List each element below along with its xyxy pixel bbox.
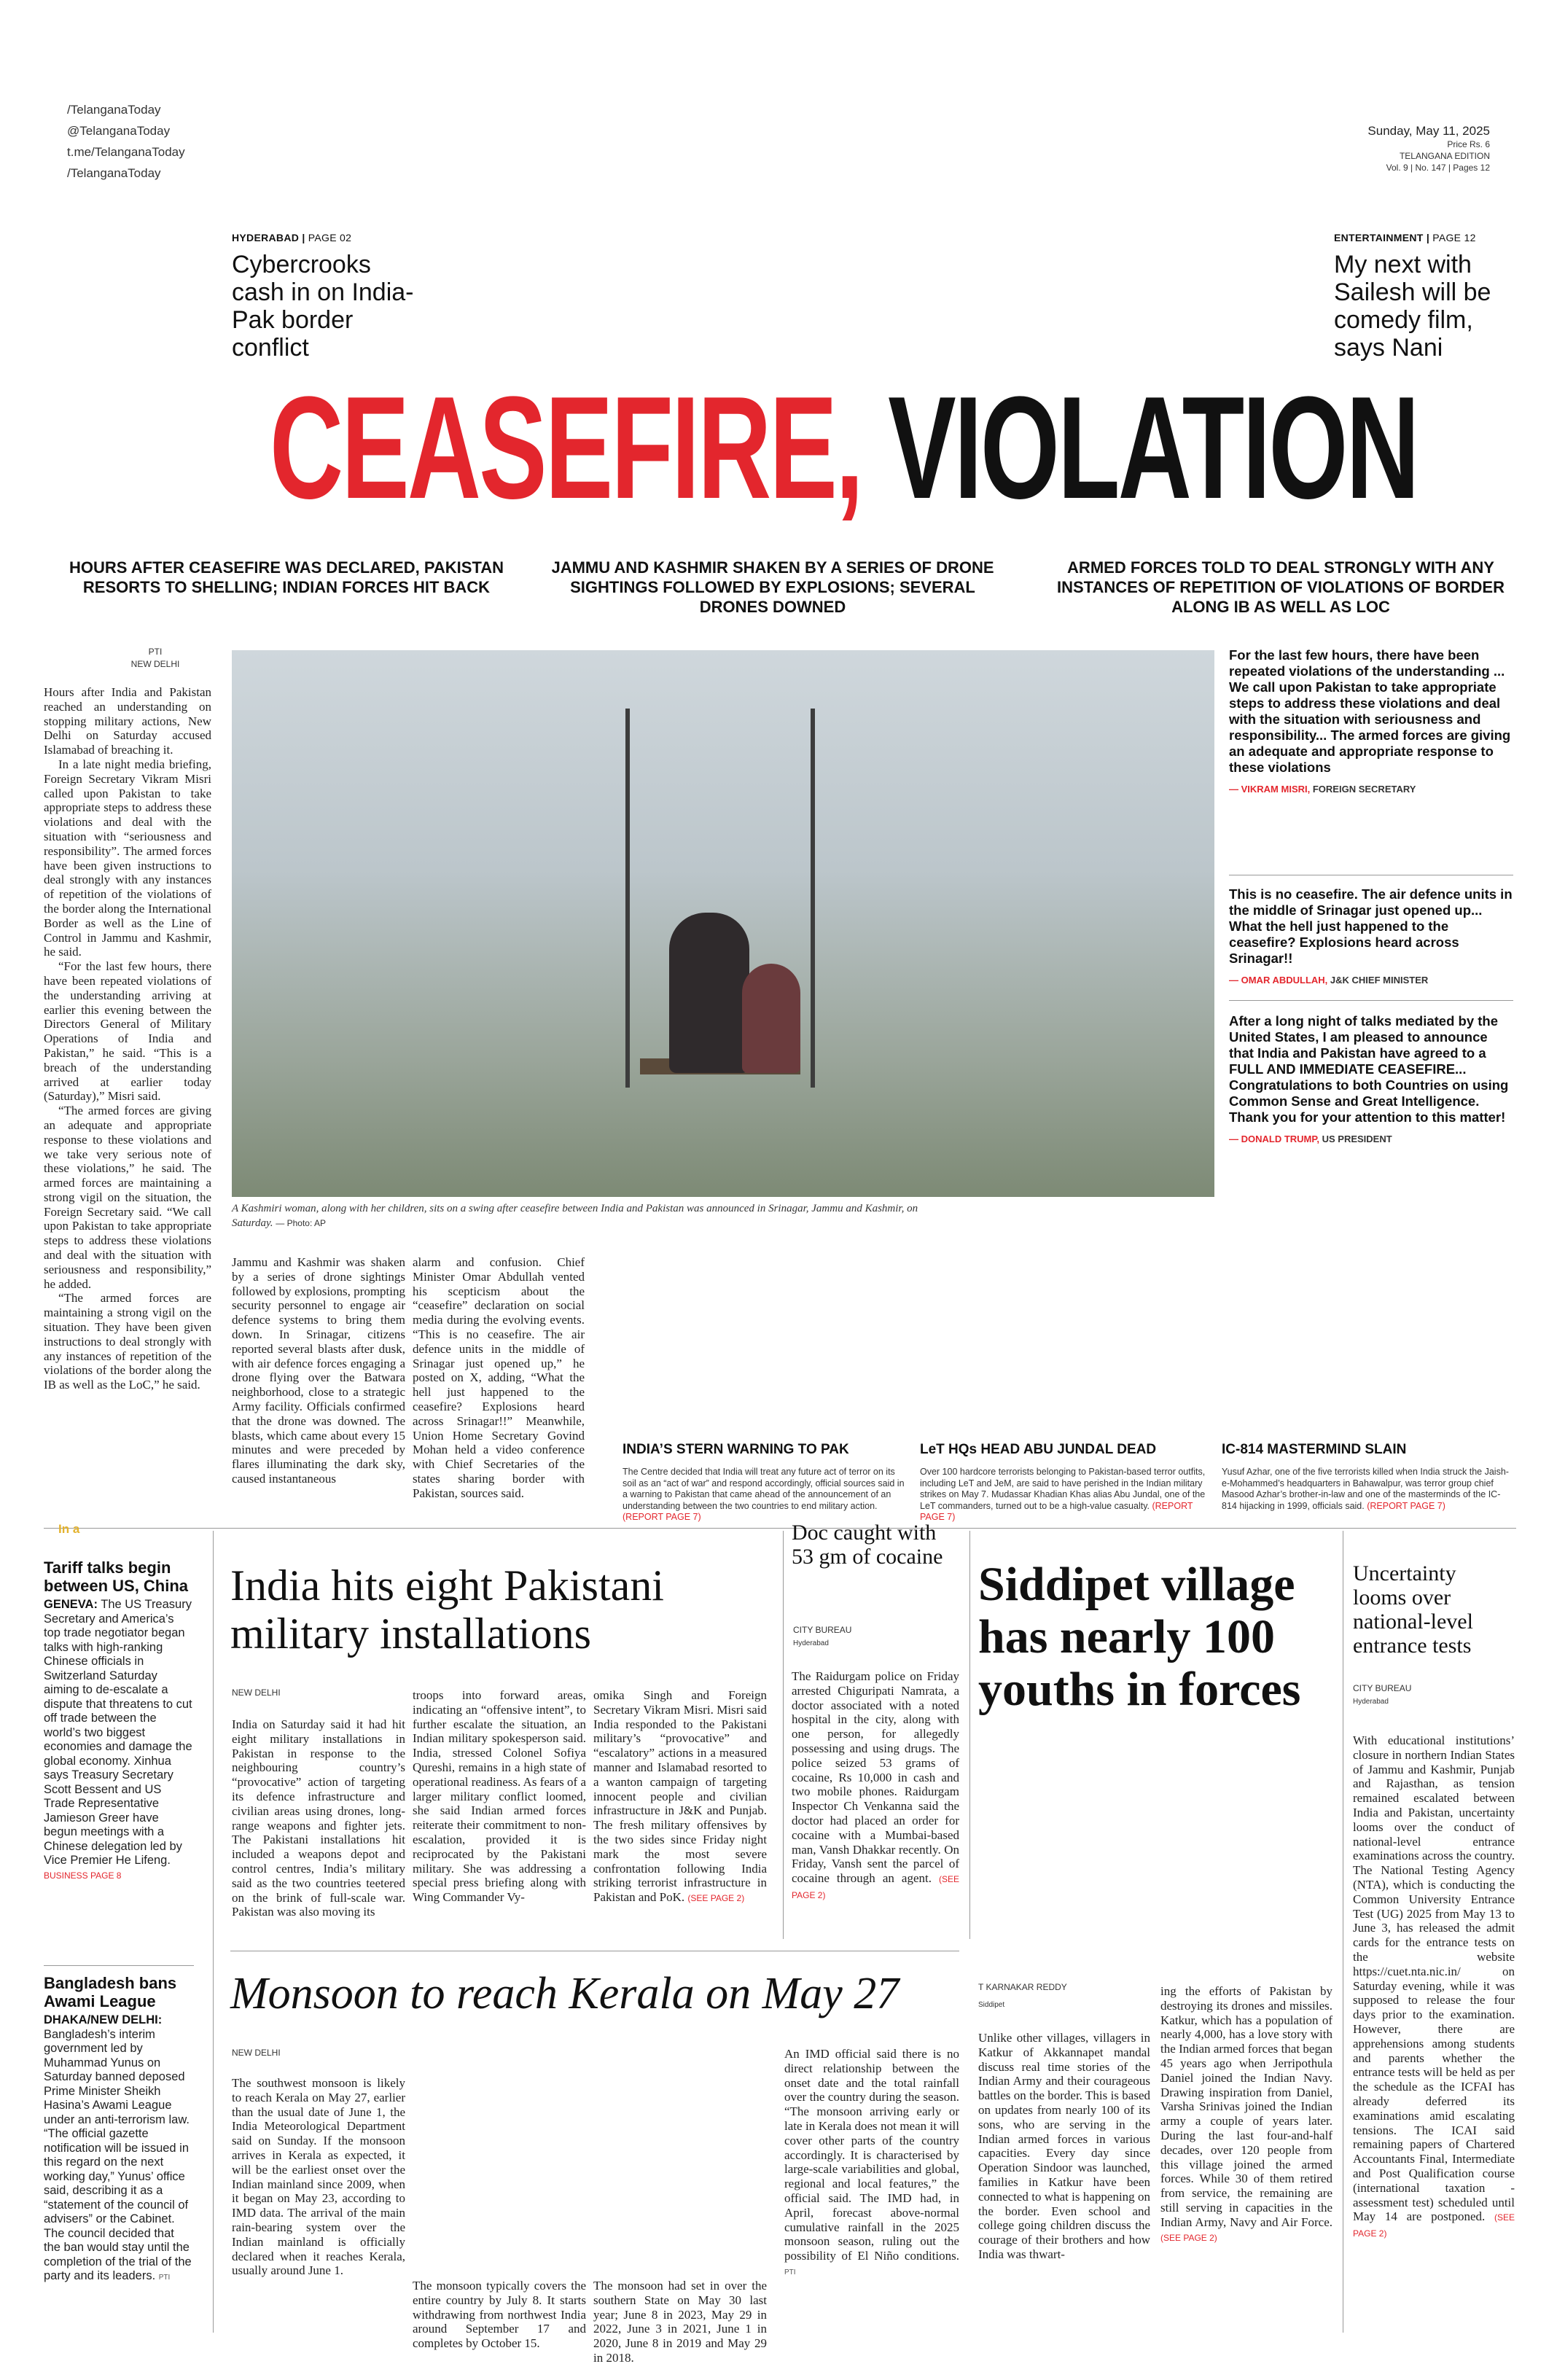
sidebar-title: Bangladesh bans Awami League — [44, 1974, 177, 2010]
brief-jundal[interactable]: LeT HQs HEAD ABU JUNDAL DEAD Over 100 ha… — [920, 1442, 1209, 1523]
quote-attribution: — DONALD TRUMP, US PRESIDENT — [1229, 1134, 1392, 1144]
story-monsoon-col4: An IMD official said there is no direct … — [784, 2047, 959, 2276]
lead-byline-block: PTI NEW DELHI — [101, 646, 210, 671]
lead-byline: PTI — [148, 647, 163, 657]
story-cocaine-headline[interactable]: Doc caught with 53 gm of cocaine — [792, 1521, 943, 1569]
story-cocaine-body: The Raidurgam police on Friday arrested … — [792, 1669, 960, 1900]
swing-shape — [625, 709, 815, 1088]
lead-para: Hours after India and Pakistan reached a… — [44, 685, 211, 757]
lead-para: In a late night media briefing, Foreign … — [44, 757, 211, 959]
story-strikes-col1: India on Saturday said it had hit eight … — [232, 1717, 405, 1919]
story-siddipet-col2: ing the efforts of Pakistan by destroyin… — [1160, 1984, 1332, 2243]
lead-column-1: Hours after India and Pakistan reached a… — [44, 685, 211, 1392]
headline-part-2: VIOLATION — [888, 367, 1419, 529]
teaser-section: ENTERTAINMENT | PAGE 12 — [1334, 232, 1476, 243]
story-cocaine-dateline: Hyderabad — [793, 1639, 829, 1647]
quote-text: After a long night of talks mediated by … — [1229, 1013, 1509, 1125]
story-cocaine-byline: CITY BUREAU — [793, 1625, 852, 1635]
story-siddipet-byline: T KARNAKAR REDDY — [978, 1982, 1067, 1992]
volume-info: Vol. 9 | No. 147 | Pages 12 — [1386, 163, 1490, 173]
sidebar-title: Tariff talks begin between US, China — [44, 1558, 189, 1595]
brief-ic814[interactable]: IC-814 MASTERMIND SLAIN Yusuf Azhar, one… — [1222, 1442, 1510, 1512]
issue-date: Sunday, May 11, 2025 — [1367, 124, 1490, 138]
brief-title: LeT HQs HEAD ABU JUNDAL DEAD — [920, 1442, 1157, 1457]
headline-part-1: CEASEFIRE, — [270, 367, 864, 529]
story-monsoon-headline[interactable]: Monsoon to reach Kerala on May 27 — [230, 1969, 900, 2018]
lead-photo — [232, 650, 1214, 1197]
story-siddipet-headline[interactable]: Siddipet village has nearly 100 youths i… — [978, 1558, 1301, 1716]
quote-text: For the last few hours, there have been … — [1229, 647, 1511, 775]
social-facebook[interactable]: /TelanganaToday — [67, 103, 161, 117]
deck-2: JAMMU AND KASHMIR SHAKEN BY A SERIES OF … — [551, 558, 994, 616]
story-strikes-dateline: NEW DELHI — [232, 1688, 281, 1698]
quote-trump: After a long night of talks mediated by … — [1229, 1013, 1513, 1147]
teaser-title: Cybercrooks cash in on India-Pak border … — [232, 251, 414, 362]
deck-3: ARMED FORCES TOLD TO DEAL STRONGLY WITH … — [1057, 558, 1505, 616]
main-headline: CEASEFIRE, VIOLATION — [270, 375, 1420, 521]
story-strikes-col3: omika Singh and Foreign Secretary Vikram… — [593, 1688, 767, 1905]
story-monsoon-col2: The monsoon typically covers the entire … — [413, 2279, 586, 2351]
photo-credit: — Photo: AP — [276, 1218, 326, 1228]
lead-para: “The armed forces are giving an adequate… — [44, 1104, 211, 1291]
story-monsoon-col3: The monsoon had set in over the southern… — [593, 2279, 767, 2365]
woman-figure — [669, 913, 749, 1073]
quote-attribution: — VIKRAM MISRI, FOREIGN SECRETARY — [1229, 784, 1416, 795]
teaser-title: My next with Sailesh will be comedy film… — [1334, 251, 1491, 362]
sidebar-tariff: Tariff talks begin between US, China GEN… — [44, 1558, 194, 1883]
story-exams-body: With educational institutions’ closure i… — [1353, 1733, 1515, 2239]
story-exams-headline[interactable]: Uncertainty looms over national-level en… — [1353, 1561, 1473, 1658]
lead-column-2: Jammu and Kashmir was shaken by a series… — [232, 1255, 405, 1486]
social-telegram[interactable]: t.me/TelanganaToday — [67, 145, 185, 159]
sidebar-body: DHAKA/NEW DELHI: Bangladesh’s interim go… — [44, 2013, 192, 2282]
story-strikes-headline[interactable]: India hits eight Pakistani military inst… — [230, 1561, 664, 1658]
teaser-section: HYDERABAD | PAGE 02 — [232, 232, 352, 243]
quote-abdullah: This is no ceasefire. The air defence un… — [1229, 886, 1513, 988]
social-instagram[interactable]: /TelanganaToday — [67, 166, 161, 180]
social-twitter[interactable]: @TelanganaToday — [67, 124, 171, 138]
story-exams-byline: CITY BUREAU — [1353, 1683, 1412, 1693]
child-figure — [742, 964, 800, 1073]
lead-para: “For the last few hours, there have been… — [44, 959, 211, 1104]
deck-1: HOURS AFTER CEASEFIRE WAS DECLARED, PAKI… — [69, 558, 504, 596]
teaser-hyderabad[interactable]: HYDERABAD | PAGE 02 Cybercrooks cash in … — [232, 232, 414, 362]
lead-para: “The armed forces are maintaining a stro… — [44, 1291, 211, 1392]
in-brief-label: In a — [58, 1522, 80, 1536]
story-exams-dateline: Hyderabad — [1353, 1698, 1389, 1706]
edition: TELANGANA EDITION — [1399, 151, 1490, 161]
story-monsoon-col1: The southwest monsoon is likely to reach… — [232, 2076, 405, 2278]
sidebar-bangladesh: Bangladesh bans Awami League DHAKA/NEW D… — [44, 1974, 194, 2285]
quote-attribution: — OMAR ABDULLAH, J&K CHIEF MINISTER — [1229, 975, 1429, 986]
sidebar-body: GENEVA: The US Treasury Secretary and Am… — [44, 1598, 192, 1881]
lead-column-3: alarm and confusion. Chief Minister Omar… — [413, 1255, 585, 1500]
lead-dateline: NEW DELHI — [130, 659, 180, 669]
story-monsoon-dateline: NEW DELHI — [232, 2048, 281, 2058]
photo-caption: A Kashmiri woman, along with her childre… — [232, 1203, 918, 1229]
brief-body: The Centre decided that India will treat… — [623, 1467, 905, 1522]
brief-body: Over 100 hardcore terrorists belonging t… — [920, 1467, 1206, 1522]
price: Price Rs. 6 — [1447, 139, 1490, 149]
brief-title: INDIA’S STERN WARNING TO PAK — [623, 1442, 849, 1457]
social-links: /TelanganaToday @TelanganaToday t.me/Tel… — [67, 99, 185, 184]
quote-text: This is no ceasefire. The air defence un… — [1229, 886, 1513, 966]
story-strikes-col2: troops into forward areas, indicating an… — [413, 1688, 586, 1905]
masthead-info: Sunday, May 11, 2025 Price Rs. 6 TELANGA… — [1367, 124, 1490, 173]
brief-body: Yusuf Azhar, one of the five terrorists … — [1222, 1467, 1509, 1511]
brief-warning[interactable]: INDIA’S STERN WARNING TO PAK The Centre … — [623, 1442, 911, 1523]
teaser-entertainment[interactable]: ENTERTAINMENT | PAGE 12 My next with Sai… — [1334, 232, 1516, 362]
quote-misri: For the last few hours, there have been … — [1229, 647, 1513, 797]
story-siddipet-col1: Unlike other villages, villagers in Katk… — [978, 2031, 1150, 2261]
brief-title: IC-814 MASTERMIND SLAIN — [1222, 1442, 1407, 1457]
story-siddipet-dateline: Siddipet — [978, 2001, 1005, 2009]
